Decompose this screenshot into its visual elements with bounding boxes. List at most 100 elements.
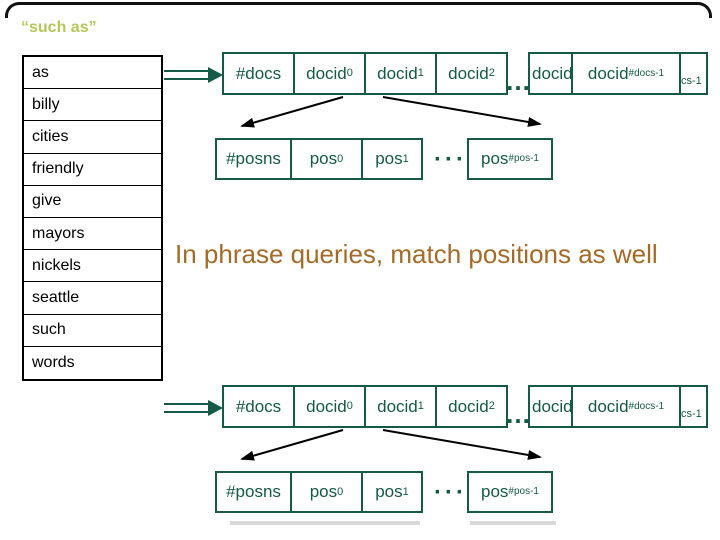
cell-text: docid [448, 63, 489, 83]
cell-text: docid [448, 396, 489, 416]
term-row: friendly [24, 154, 161, 186]
cell-text: #posns [226, 149, 281, 168]
pos-cell-last: pos#pos-1 [467, 471, 553, 513]
cell-subscript: #pos-1 [508, 153, 539, 164]
doc-cell: #docs [222, 52, 295, 95]
cell-text: #posns [226, 482, 281, 501]
cell-text: #docs [235, 63, 282, 83]
arrow-right [382, 429, 542, 460]
doc-cell-clipped: docid [528, 385, 573, 428]
term-row: seattle [24, 282, 161, 315]
arrowhead-icon [208, 400, 223, 416]
cell-text: docid [532, 396, 573, 416]
pos-cell: #posns [215, 471, 292, 513]
cell-subscript: cs-1 [681, 408, 702, 420]
cell-text: #docs [235, 396, 282, 416]
cell-text: pos [375, 149, 403, 168]
doc-cell-clipped-edge: cs-1 [679, 52, 708, 95]
cell-text: pos [309, 482, 338, 501]
doc-cell-clipped: docid [528, 52, 573, 95]
double-line [164, 403, 209, 413]
cell-subscript: 0 [337, 485, 344, 498]
term-label: billy [32, 95, 60, 113]
term-row: mayors [24, 218, 161, 251]
cell-subscript: 0 [346, 67, 353, 79]
term-label: mayors [32, 224, 85, 242]
cell-text: pos [481, 482, 509, 501]
arrow-left [240, 429, 344, 461]
dictionary-to-postings-arrow-icon [164, 67, 224, 83]
term-dictionary-table: as billy cities friendly give mayors nic… [22, 55, 163, 381]
cell-text: docid [587, 396, 629, 416]
term-row: as [24, 57, 161, 90]
box-shadow [230, 521, 420, 525]
cell-subscript: 0 [346, 400, 353, 412]
doc-ellipsis: … [505, 399, 533, 429]
pos-cell-last: pos#pos-1 [467, 138, 553, 180]
cell-text: docid [306, 63, 347, 83]
doc-cell: #docs [222, 385, 295, 428]
term-label: words [32, 353, 75, 371]
slide-top-border [5, 2, 712, 18]
cell-text: docid [377, 63, 418, 83]
cell-text: pos [481, 149, 509, 168]
dictionary-to-postings-arrow-icon [164, 400, 224, 416]
term-row: such [24, 315, 161, 347]
cell-subscript: #docs-1 [628, 67, 665, 79]
cell-text: pos [375, 482, 403, 501]
cell-text: docid [587, 63, 629, 83]
pos-ellipsis: ··· [434, 146, 467, 173]
term-label: as [32, 63, 49, 81]
arrow-left [240, 96, 344, 128]
term-label: friendly [32, 160, 84, 178]
double-line [164, 70, 209, 80]
cell-text: pos [309, 149, 338, 168]
term-row: nickels [24, 250, 161, 283]
pos-cell: #posns [215, 138, 292, 180]
term-label: such [32, 321, 66, 339]
term-row: give [24, 186, 161, 218]
doc-cell-last: docid#docs-1 [571, 385, 681, 428]
slide-message: In phrase queries, match positions as we… [175, 239, 658, 269]
cell-text: docid [377, 396, 418, 416]
arrowhead-icon [208, 67, 223, 83]
cell-subscript: #docs-1 [628, 400, 665, 412]
cell-subscript: 0 [337, 152, 344, 165]
pos-ellipsis: ··· [434, 479, 467, 506]
term-row: cities [24, 121, 161, 154]
cell-subscript: 2 [488, 67, 495, 79]
term-label: seattle [32, 288, 80, 306]
term-label: nickels [32, 256, 81, 274]
term-label: give [32, 192, 62, 210]
term-row: billy [24, 89, 161, 122]
term-label: cities [32, 127, 69, 145]
slide-title: “such as” [21, 19, 97, 36]
doc-cell-last: docid#docs-1 [571, 52, 681, 95]
cell-subscript: 1 [402, 485, 409, 498]
cell-subscript: cs-1 [681, 75, 702, 87]
cell-text: docid [532, 63, 573, 83]
cell-subscript: 2 [488, 400, 495, 412]
doc-ellipsis: … [505, 66, 533, 96]
arrow-right [382, 96, 542, 127]
cell-text: docid [306, 396, 347, 416]
doc-cell-clipped-edge: cs-1 [679, 385, 708, 428]
cell-subscript: #pos-1 [508, 486, 539, 497]
